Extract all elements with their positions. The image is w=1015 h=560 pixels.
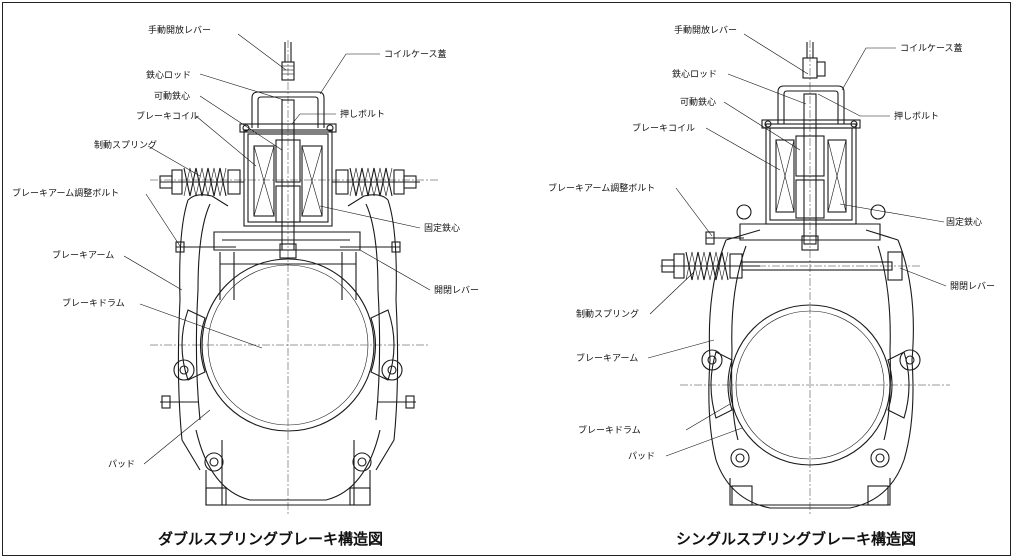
single-spring-brake-drawing	[647, 33, 950, 515]
dbl-label-movable-core: 可動鉄心	[154, 90, 190, 102]
sgl-label-brake-drum: ブレーキドラム	[578, 424, 641, 436]
dbl-label-manual-lever: 手動開放レバー	[148, 24, 211, 36]
dbl-label-fixed-core: 固定鉄心	[424, 222, 460, 234]
sgl-label-brake-coil: ブレーキコイル	[632, 122, 695, 134]
dbl-label-pad: パッド	[108, 459, 135, 470]
dbl-label-coil-case-cover: コイルケース蓋	[384, 48, 447, 60]
dbl-label-core-rod: 鉄心ロッド	[146, 69, 191, 81]
dbl-label-brake-drum: ブレーキドラム	[62, 297, 125, 309]
sgl-label-movable-core: 可動鉄心	[680, 96, 716, 108]
double-spring-brake-drawing	[123, 33, 440, 515]
single-caption: シングルスプリングブレーキ構造図	[676, 530, 916, 548]
dbl-label-brake-coil: ブレーキコイル	[136, 110, 199, 122]
dbl-label-open-close-lever: 開閉レバー	[434, 285, 479, 296]
dbl-label-brake-arm: ブレーキアーム	[52, 249, 114, 261]
sgl-label-manual-lever: 手動開放レバー	[674, 24, 737, 36]
sgl-label-pad: パッド	[628, 451, 655, 462]
sgl-label-arm-adjust-bolt: ブレーキアーム調整ボルト	[548, 182, 655, 194]
sgl-label-fixed-core: 固定鉄心	[946, 216, 982, 228]
sgl-label-coil-case-cover: コイルケース蓋	[900, 42, 963, 54]
dbl-label-arm-adjust-bolt: ブレーキアーム調整ボルト	[12, 187, 119, 199]
dbl-label-push-bolt: 押しボルト	[340, 108, 385, 120]
sgl-label-brake-arm: ブレーキアーム	[576, 352, 638, 364]
dbl-label-brake-spring: 制動スプリング	[94, 139, 157, 151]
sgl-label-core-rod: 鉄心ロッド	[672, 68, 717, 80]
sgl-label-push-bolt: 押しボルト	[894, 110, 939, 122]
sgl-label-open-close-lever: 開閉レバー	[950, 281, 995, 292]
double-caption: ダブルスプリングブレーキ構造図	[158, 530, 383, 548]
sgl-label-brake-spring: 制動スプリング	[576, 308, 639, 320]
